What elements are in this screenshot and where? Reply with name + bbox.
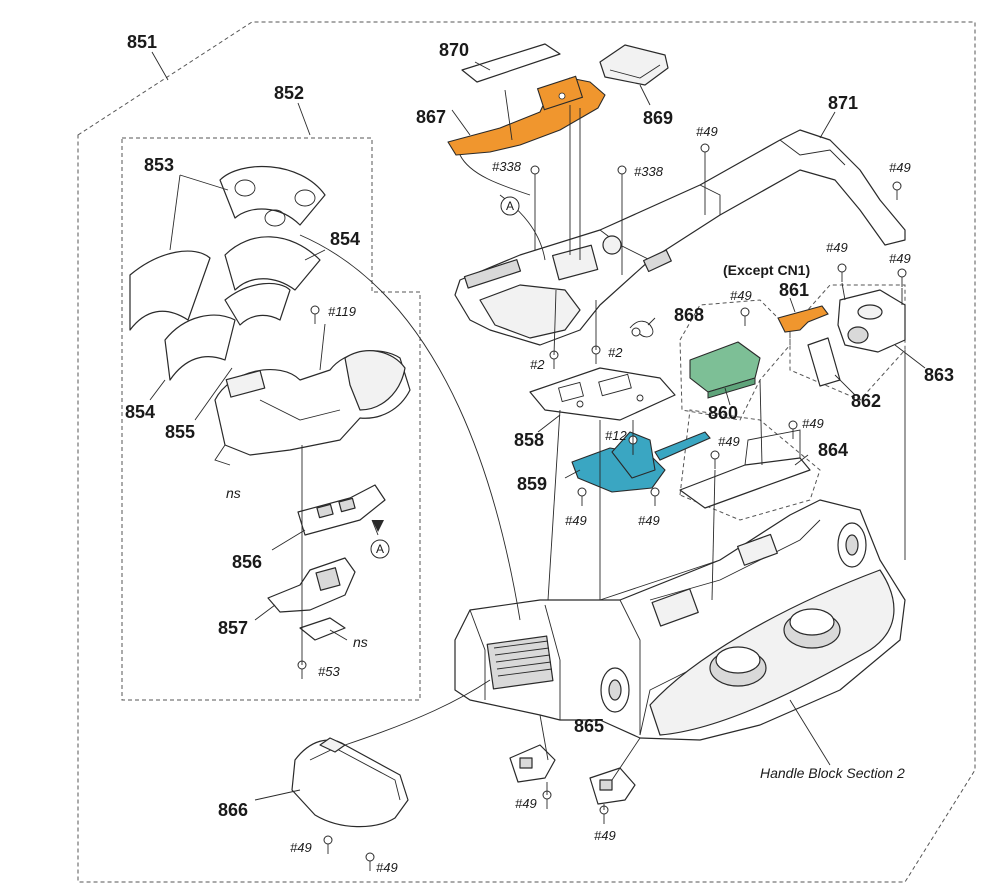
part-863 — [837, 289, 906, 353]
label-865: 865 — [574, 716, 604, 736]
label-871: 871 — [828, 93, 858, 113]
handle-chassis — [454, 499, 906, 741]
label-863: 863 — [924, 365, 954, 385]
screw-label-49-handle: #49 — [889, 160, 911, 175]
annotation-except-cn1: (Except CN1) — [723, 262, 810, 278]
label-867: 867 — [416, 107, 446, 127]
label-855: 855 — [165, 422, 195, 442]
annotation-section-reference: Handle Block Section 2 — [760, 765, 905, 781]
screw-label-49-859-left: #49 — [565, 513, 587, 528]
screw-label-49-866-left: #49 — [290, 840, 312, 855]
flex-cable-867 — [447, 75, 606, 156]
bracket-864 — [679, 457, 811, 509]
label-866: 866 — [218, 800, 248, 820]
label-861: 861 — [779, 280, 809, 300]
screw-label-12: #12 — [605, 428, 627, 443]
screw-label-119: #119 — [328, 304, 356, 319]
screw-label-338-right: #338 — [634, 164, 664, 179]
part-865-left — [509, 744, 556, 783]
plate-858 — [529, 367, 676, 421]
bracket-859 — [571, 431, 711, 493]
screw-label-49-top: #49 — [696, 124, 718, 139]
screw-label-2-left: #2 — [530, 357, 545, 372]
knob-right — [783, 608, 841, 649]
screw-label-49-863-left: #49 — [826, 240, 848, 255]
screw-label-49-864-right: #49 — [802, 416, 824, 431]
flex-861 — [777, 305, 829, 333]
screw-label-49-860: #49 — [730, 288, 752, 303]
sheet-854b — [224, 236, 321, 291]
cover-866 — [291, 737, 409, 828]
screw-label-49-859-right: #49 — [638, 513, 660, 528]
label-857: 857 — [218, 618, 248, 638]
reference-marker-a-bottom: A — [370, 520, 390, 559]
annotation-ns-right: ns — [353, 634, 368, 650]
label-854-top: 854 — [330, 229, 360, 249]
annotation-ns-left: ns — [226, 485, 241, 501]
screw-label-49-864-left: #49 — [718, 434, 740, 449]
knob-left — [709, 646, 767, 687]
sheet-862 — [807, 337, 841, 387]
sheet-854a — [129, 250, 211, 331]
reference-marker-a-top-label: A — [506, 199, 514, 213]
label-862: 862 — [851, 391, 881, 411]
shoe-cover-869 — [599, 44, 669, 86]
label-860: 860 — [708, 403, 738, 423]
sheet-854d — [224, 282, 291, 326]
reference-marker-a-bottom-label: A — [376, 542, 384, 556]
side-gear-left — [600, 667, 630, 713]
part-857 — [267, 557, 356, 613]
label-852: 852 — [274, 83, 304, 103]
grip-body-855 — [214, 350, 411, 466]
screw-label-53: #53 — [318, 664, 340, 679]
plate-53 — [299, 617, 346, 641]
label-870 — [461, 43, 561, 83]
label-858: 858 — [514, 430, 544, 450]
screw-label-2-right: #2 — [608, 345, 623, 360]
screw-label-49-865-left: #49 — [515, 796, 537, 811]
screw-label-49-866-right: #49 — [376, 860, 398, 875]
label-854-bottom: 854 — [125, 402, 155, 422]
part-865-right — [589, 767, 636, 805]
label-869: 869 — [643, 108, 673, 128]
screw-label-338-left: #338 — [492, 159, 522, 174]
screw-label-49-863-right: #49 — [889, 251, 911, 266]
board-860 — [689, 341, 761, 399]
spring-868 — [629, 320, 654, 338]
part-856 — [297, 484, 386, 536]
screw-label-49-865-right: #49 — [594, 828, 616, 843]
bracket-864-group-boundary — [679, 409, 821, 521]
label-853: 853 — [144, 155, 174, 175]
grip-853 — [219, 165, 326, 227]
part-number-leaders — [149, 51, 926, 801]
label-870: 870 — [439, 40, 469, 60]
label-868: 868 — [674, 305, 704, 325]
part-863-group-boundary — [789, 284, 906, 401]
reference-marker-a-top: A — [500, 196, 520, 216]
label-859: 859 — [517, 474, 547, 494]
label-851: 851 — [127, 32, 157, 52]
side-gear-right — [837, 522, 867, 568]
board-860-group-boundary — [679, 299, 791, 421]
label-864: 864 — [818, 440, 848, 460]
sheet-854c — [164, 314, 236, 381]
label-856: 856 — [232, 552, 262, 572]
assembly-852-boundary — [121, 137, 421, 701]
